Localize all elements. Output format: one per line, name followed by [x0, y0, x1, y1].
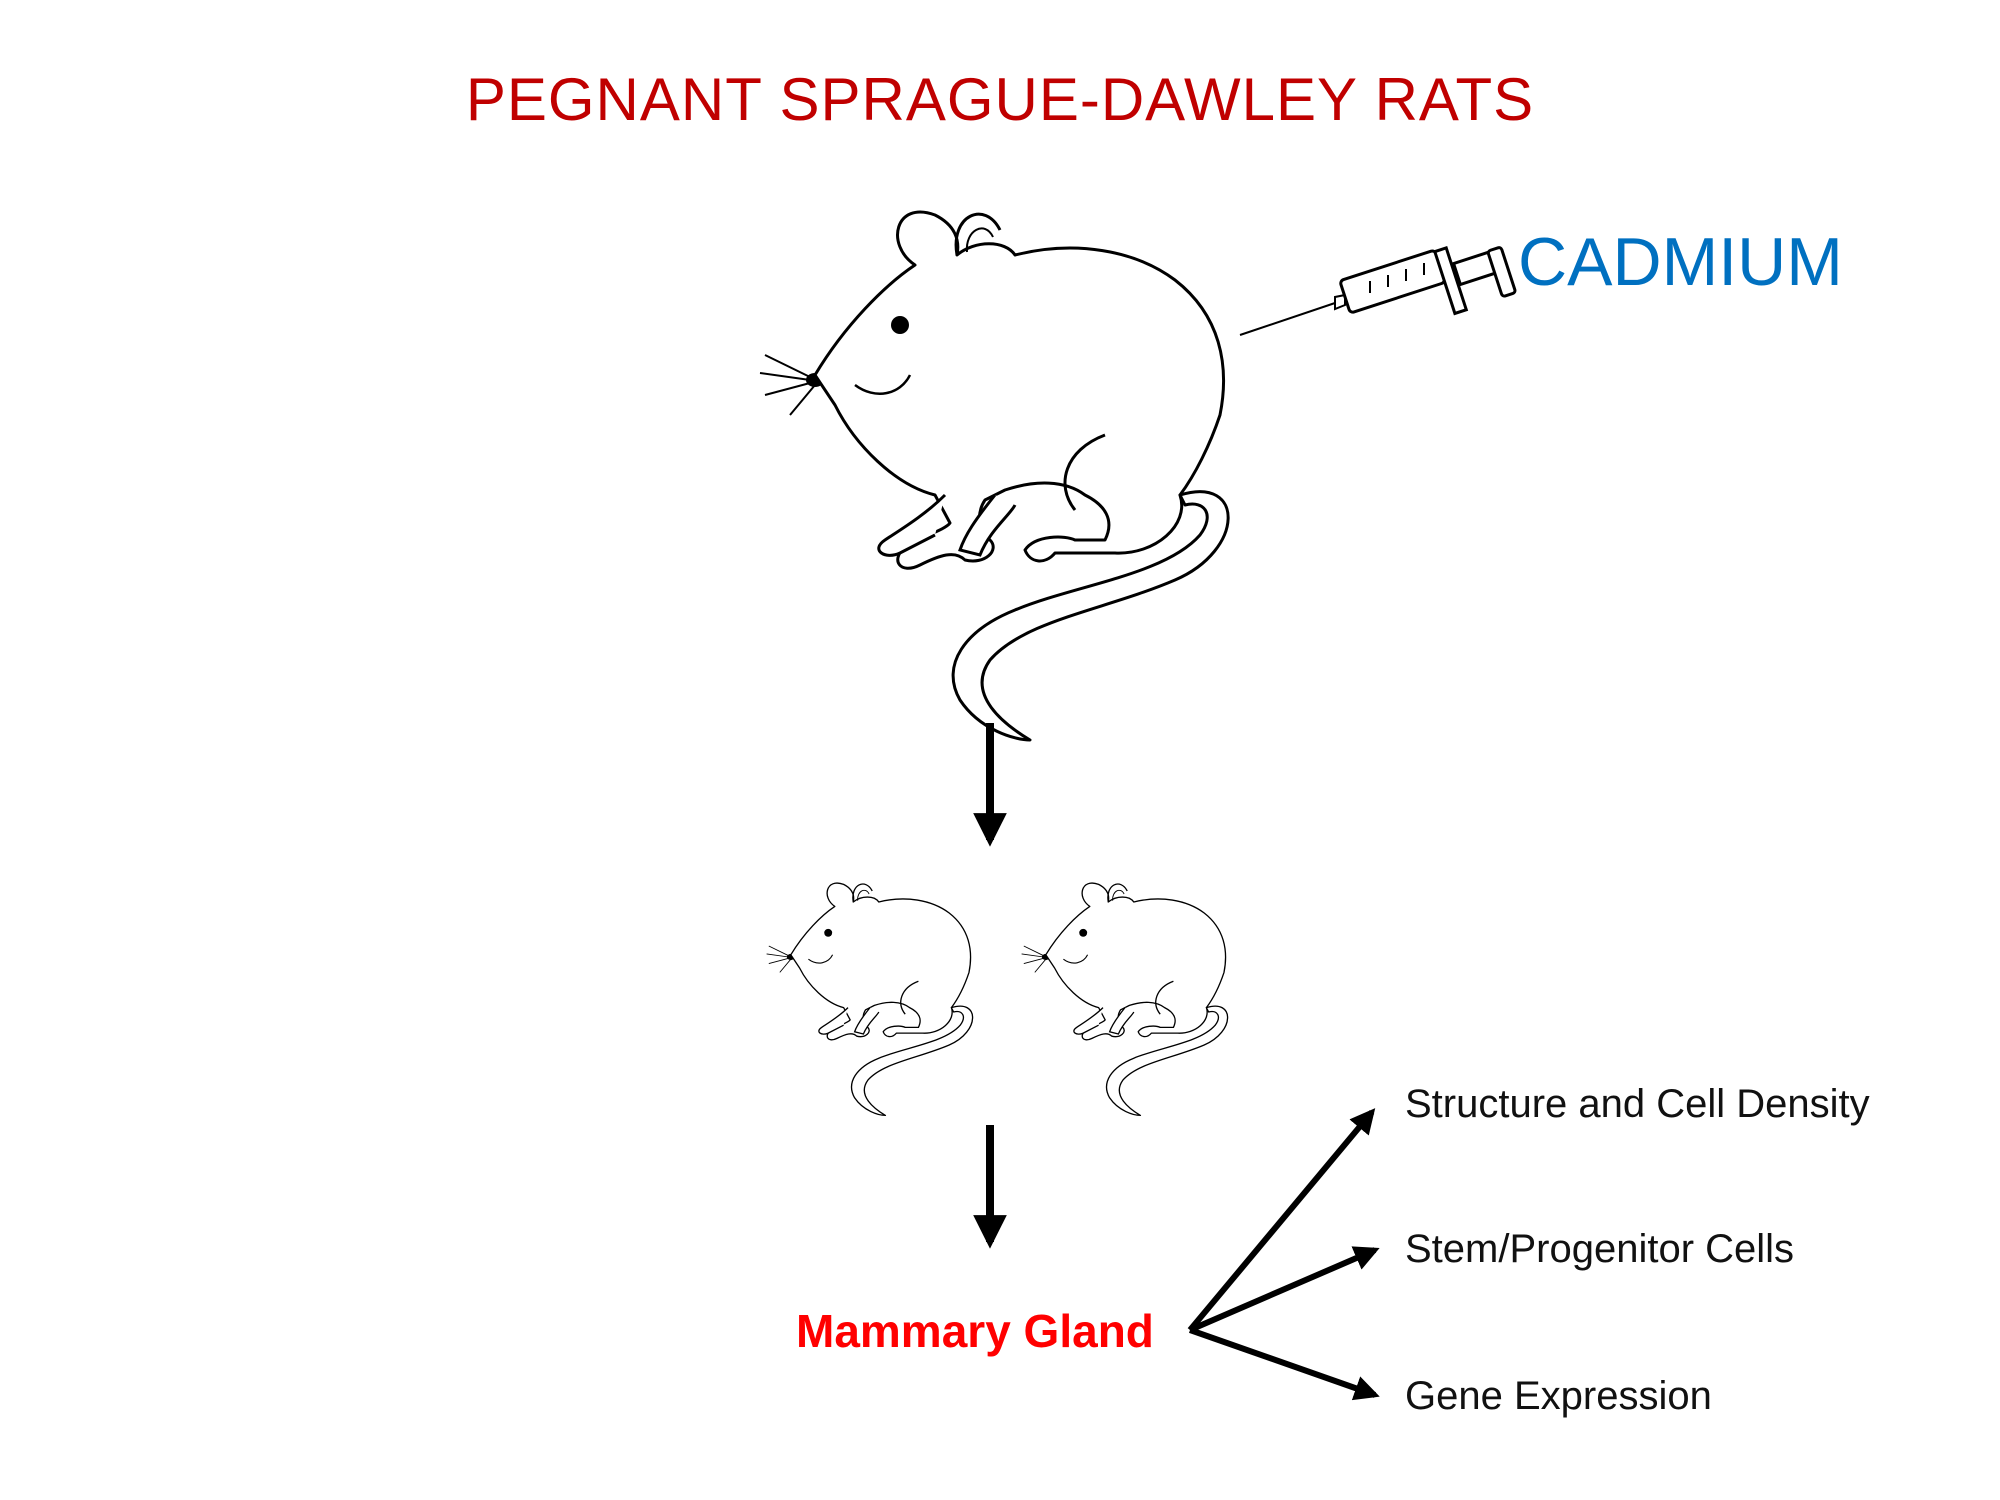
arrow-to-outcome-1 [1187, 1108, 1376, 1332]
diagram-title: PEGNANT SPRAGUE-DAWLEY RATS [465, 66, 1535, 133]
outcome-label: Gene Expression [1405, 1374, 1712, 1418]
outcome-label: Structure and Cell Density [1405, 1082, 1870, 1126]
tissue-label: Mammary Gland [796, 1305, 1154, 1357]
rat-pup-icon [1020, 882, 1229, 1117]
rat-icon [758, 210, 1230, 742]
agent-label: CADMIUM [1518, 224, 1843, 300]
outcome-label: Stem/Progenitor Cells [1405, 1227, 1795, 1271]
arrow-to-outcome-3 [1189, 1327, 1380, 1401]
rat-pup-icon [765, 882, 974, 1117]
arrow-to-outcome-2 [1188, 1246, 1380, 1333]
syringe-icon [1238, 245, 1518, 337]
